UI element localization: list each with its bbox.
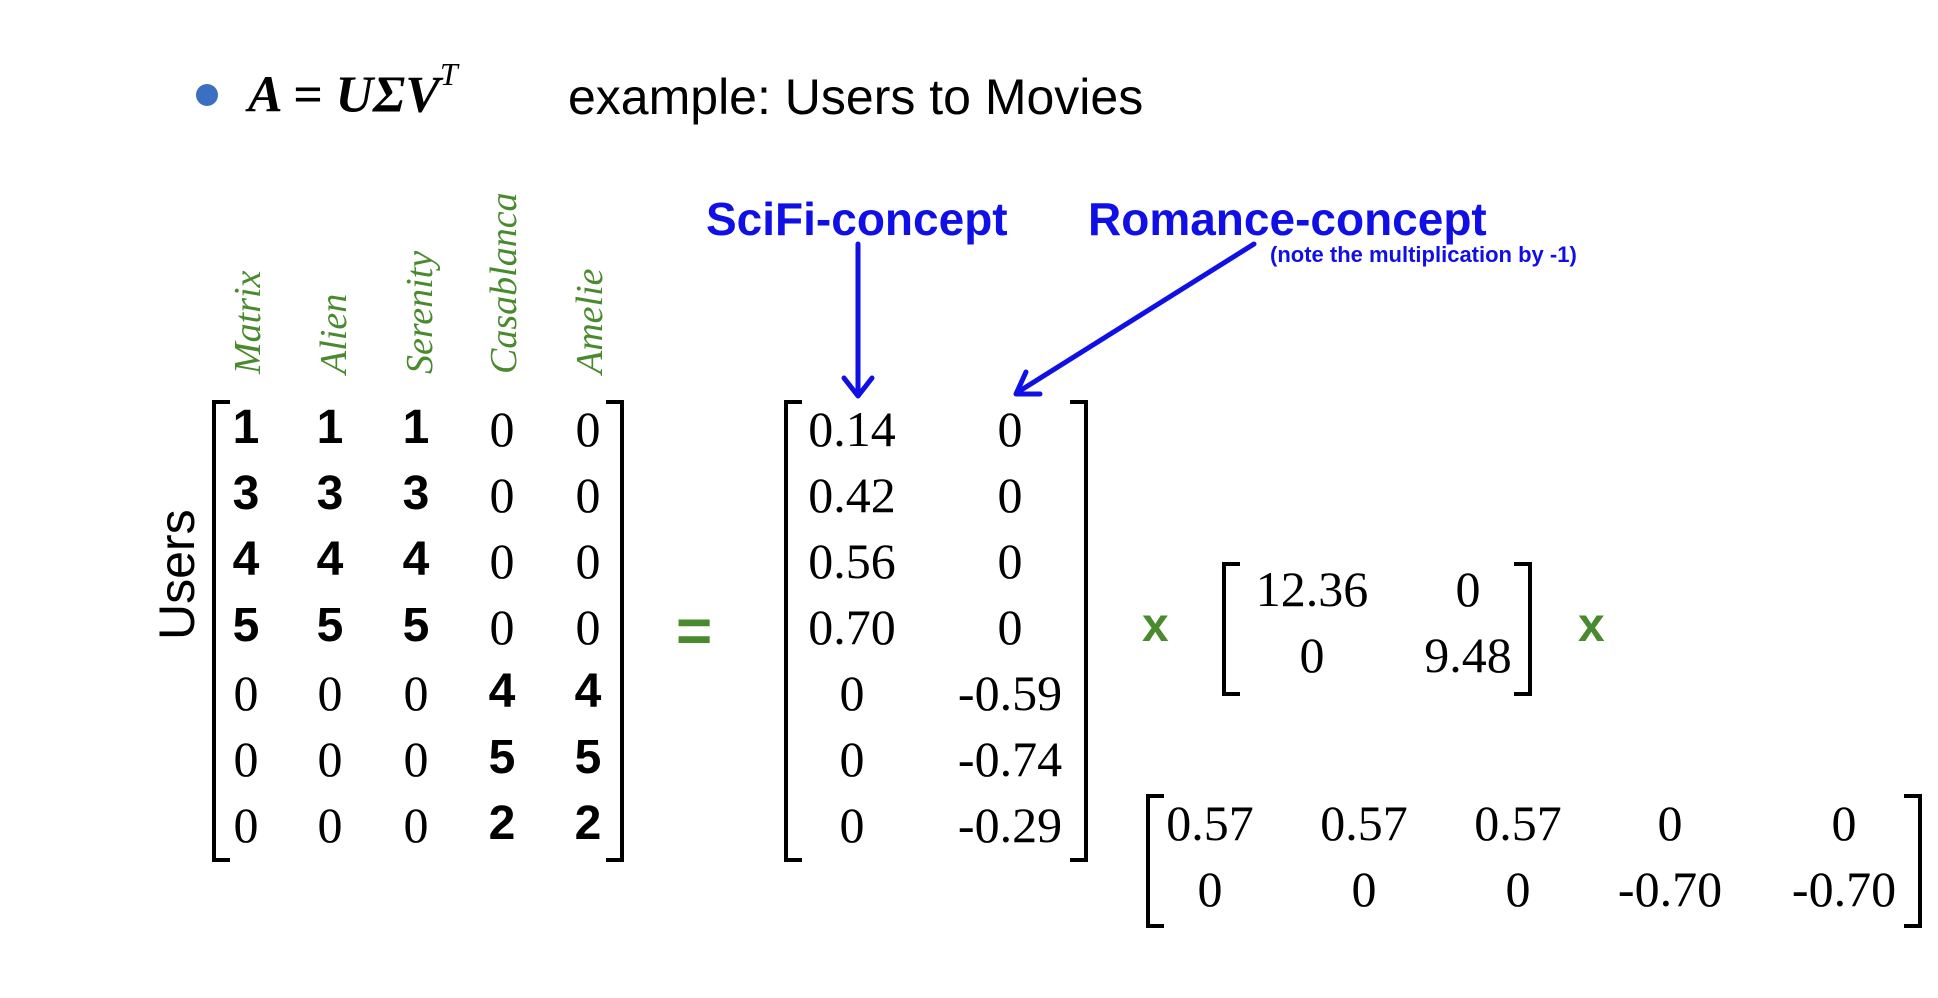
- times-operator-2: x: [1578, 599, 1605, 652]
- matrix-sigma-left-bracket: [1222, 562, 1240, 696]
- matrix-a-cell-r4-c2: 0: [403, 665, 429, 721]
- matrix-a-cell-r0-c2: 1: [402, 401, 430, 454]
- matrix-a-cell-r0-c0: 1: [232, 401, 260, 454]
- matrix-a-cell-r5-c3: 5: [488, 731, 516, 784]
- matrix-a-cell-r2-c4: 0: [575, 533, 601, 589]
- matrix-u-cell-r3-c0: 0.70: [808, 599, 896, 655]
- matrix-sigma-right-bracket: [1514, 562, 1532, 696]
- matrix-a-cell-r2-c3: 0: [489, 533, 515, 589]
- romance-arrow-shaft: [1015, 241, 1257, 395]
- matrix-a-cell-r4-c4: 4: [574, 665, 602, 718]
- matrix-a-cell-r3-c0: 5: [232, 599, 260, 652]
- matrix-sigma-cell-r1-c0: 0: [1299, 627, 1325, 683]
- matrix-u-cell-r1-c0: 0.42: [808, 467, 896, 523]
- matrix-u-cell-r6-c0: 0: [839, 797, 865, 853]
- matrix-a-cell-r1-c0: 3: [232, 467, 260, 520]
- matrix-a-cell-r4-c1: 0: [317, 665, 343, 721]
- matrix-vt-right-bracket: [1904, 794, 1922, 928]
- matrix-u-cell-r5-c0: 0: [839, 731, 865, 787]
- matrix-a-cell-r0-c1: 1: [316, 401, 344, 454]
- matrix-u-cell-r6-c1: -0.29: [957, 797, 1063, 853]
- matrix-a-cell-r6-c0: 0: [233, 797, 259, 853]
- matrix-a-cell-r5-c1: 0: [317, 731, 343, 787]
- matrix-vt-cell-r1-c4: -0.70: [1791, 861, 1897, 917]
- bullet-point: [196, 84, 218, 106]
- matrix-a-cell-r0-c3: 0: [489, 401, 515, 457]
- matrix-u-cell-r4-c1: -0.59: [957, 665, 1063, 721]
- matrix-u-cell-r0-c1: 0: [997, 401, 1023, 457]
- matrix-a-left-bracket: [212, 400, 230, 862]
- matrix-vt-cell-r0-c4: 0: [1831, 795, 1857, 851]
- matrix-a-cell-r3-c3: 0: [489, 599, 515, 655]
- matrix-vt-left-bracket: [1146, 794, 1164, 928]
- svd-equation: A = UΣVT: [248, 56, 458, 124]
- matrix-a-cell-r5-c4: 5: [574, 731, 602, 784]
- svd-equation-main: A = UΣV: [248, 66, 440, 124]
- matrix-sigma-cell-r0-c0: 12.36: [1255, 561, 1369, 617]
- slide-caption: example: Users to Movies: [568, 69, 1144, 125]
- matrix-a-cell-r6-c3: 2: [488, 797, 516, 850]
- matrix-vt-cell-r0-c2: 0.57: [1474, 795, 1562, 851]
- matrix-u-cell-r2-c1: 0: [997, 533, 1023, 589]
- matrix-a-cell-r3-c2: 5: [402, 599, 430, 652]
- matrix-vt-cell-r1-c2: 0: [1505, 861, 1531, 917]
- matrix-a-cell-r4-c0: 0: [233, 665, 259, 721]
- matrix-u-left-bracket: [784, 400, 802, 862]
- matrix-a-cell-r1-c1: 3: [316, 467, 344, 520]
- matrix-a-cell-r2-c2: 4: [402, 533, 430, 586]
- matrix-u-cell-r2-c0: 0.56: [808, 533, 896, 589]
- matrix-u-cell-r5-c1: -0.74: [957, 731, 1063, 787]
- matrix-a-right-bracket: [606, 400, 624, 862]
- matrix-a-cell-r6-c1: 0: [317, 797, 343, 853]
- romance-arrow-head: [1013, 369, 1043, 397]
- matrix-vt-cell-r0-c0: 0.57: [1166, 795, 1254, 851]
- matrix-u-cell-r0-c0: 0.14: [808, 401, 896, 457]
- matrix-a-cell-r6-c4: 2: [574, 797, 602, 850]
- matrix-a-cell-r2-c0: 4: [232, 533, 260, 586]
- romance-concept-note: (note the multiplication by -1): [1270, 242, 1577, 267]
- matrix-a-cell-r6-c2: 0: [403, 797, 429, 853]
- matrix-a-cell-r5-c2: 0: [403, 731, 429, 787]
- matrix-sigma-cell-r1-c1: 9.48: [1424, 627, 1512, 683]
- equals-operator: =: [676, 597, 713, 666]
- matrix-u-cell-r4-c0: 0: [839, 665, 865, 721]
- matrix-u-cell-r3-c1: 0: [997, 599, 1023, 655]
- matrix-a-cell-r0-c4: 0: [575, 401, 601, 457]
- matrix-a-cell-r1-c2: 3: [402, 467, 430, 520]
- scifi-concept-label: SciFi-concept: [706, 193, 1008, 245]
- matrix-a-cell-r1-c4: 0: [575, 467, 601, 523]
- matrix-vt-cell-r0-c3: 0: [1657, 795, 1683, 851]
- matrix-vt-cell-r1-c1: 0: [1351, 861, 1377, 917]
- times-operator-1: x: [1142, 599, 1169, 652]
- matrix-a-cell-r5-c0: 0: [233, 731, 259, 787]
- matrix-a-cell-r4-c3: 4: [488, 665, 516, 718]
- matrix-vt-cell-r1-c3: -0.70: [1617, 861, 1723, 917]
- matrix-vt-cell-r1-c0: 0: [1197, 861, 1223, 917]
- scifi-arrow-head: [841, 375, 875, 399]
- matrix-sigma-cell-r0-c1: 0: [1455, 561, 1481, 617]
- romance-concept-label: Romance-concept: [1088, 193, 1487, 245]
- matrix-u-cell-r1-c1: 0: [997, 467, 1023, 523]
- matrix-u-right-bracket: [1070, 400, 1088, 862]
- matrix-a-cell-r3-c1: 5: [316, 599, 344, 652]
- matrix-vt-cell-r0-c1: 0.57: [1320, 795, 1408, 851]
- transpose-superscript: T: [439, 56, 458, 92]
- matrix-a-cell-r1-c3: 0: [489, 467, 515, 523]
- matrix-a-cell-r2-c1: 4: [316, 533, 344, 586]
- matrix-a-cell-r3-c4: 0: [575, 599, 601, 655]
